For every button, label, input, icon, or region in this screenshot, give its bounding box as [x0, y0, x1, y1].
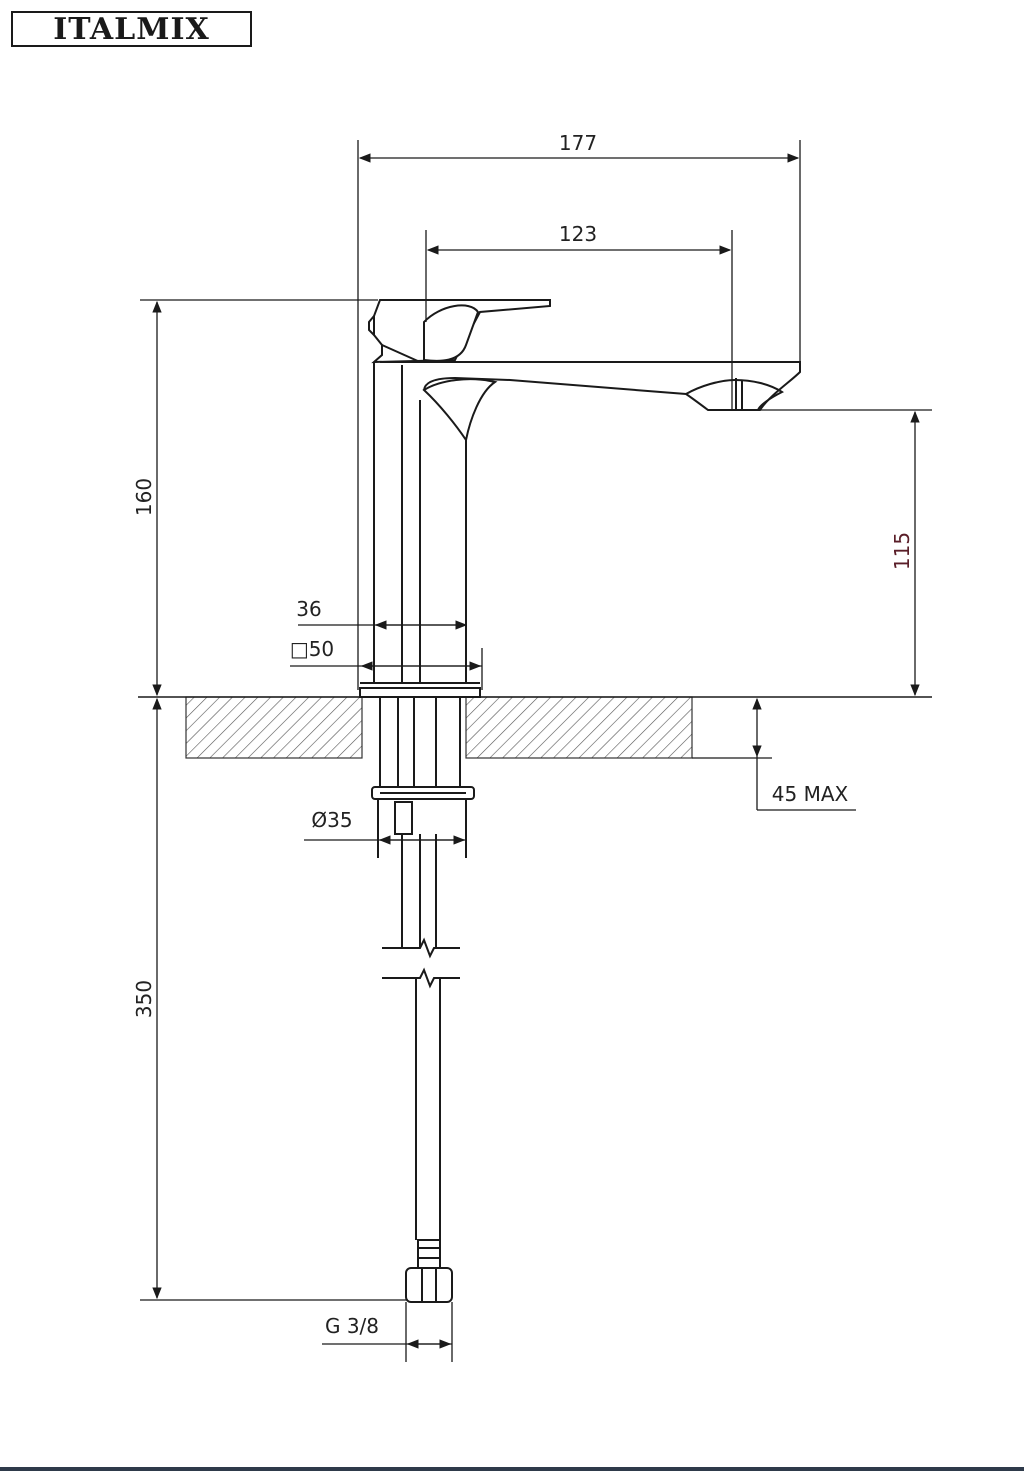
- dim-spout-height: 115: [890, 532, 914, 570]
- dim-spout-reach: 123: [559, 222, 597, 246]
- dim-hose-length: 350: [132, 980, 156, 1018]
- faucet-body: [359, 299, 801, 698]
- dim-hose-connection: G 3/8: [325, 1314, 379, 1338]
- dim-max-deck-thickness: 45 MAX: [772, 782, 849, 806]
- dim-shank-diameter: Ø35: [311, 808, 352, 832]
- brand-logo: ITALMIX: [11, 11, 252, 47]
- dim-base-square: □50: [290, 637, 334, 661]
- dimension-lines: [140, 140, 932, 1362]
- shank-and-hose: [371, 697, 475, 1303]
- dim-total-height: 160: [132, 478, 156, 516]
- dim-total-projection: 177: [559, 131, 597, 155]
- dim-body-width: 36: [296, 597, 321, 621]
- brand-name: ITALMIX: [53, 11, 210, 47]
- countertop: [138, 696, 932, 759]
- bottom-border: [0, 1467, 1024, 1471]
